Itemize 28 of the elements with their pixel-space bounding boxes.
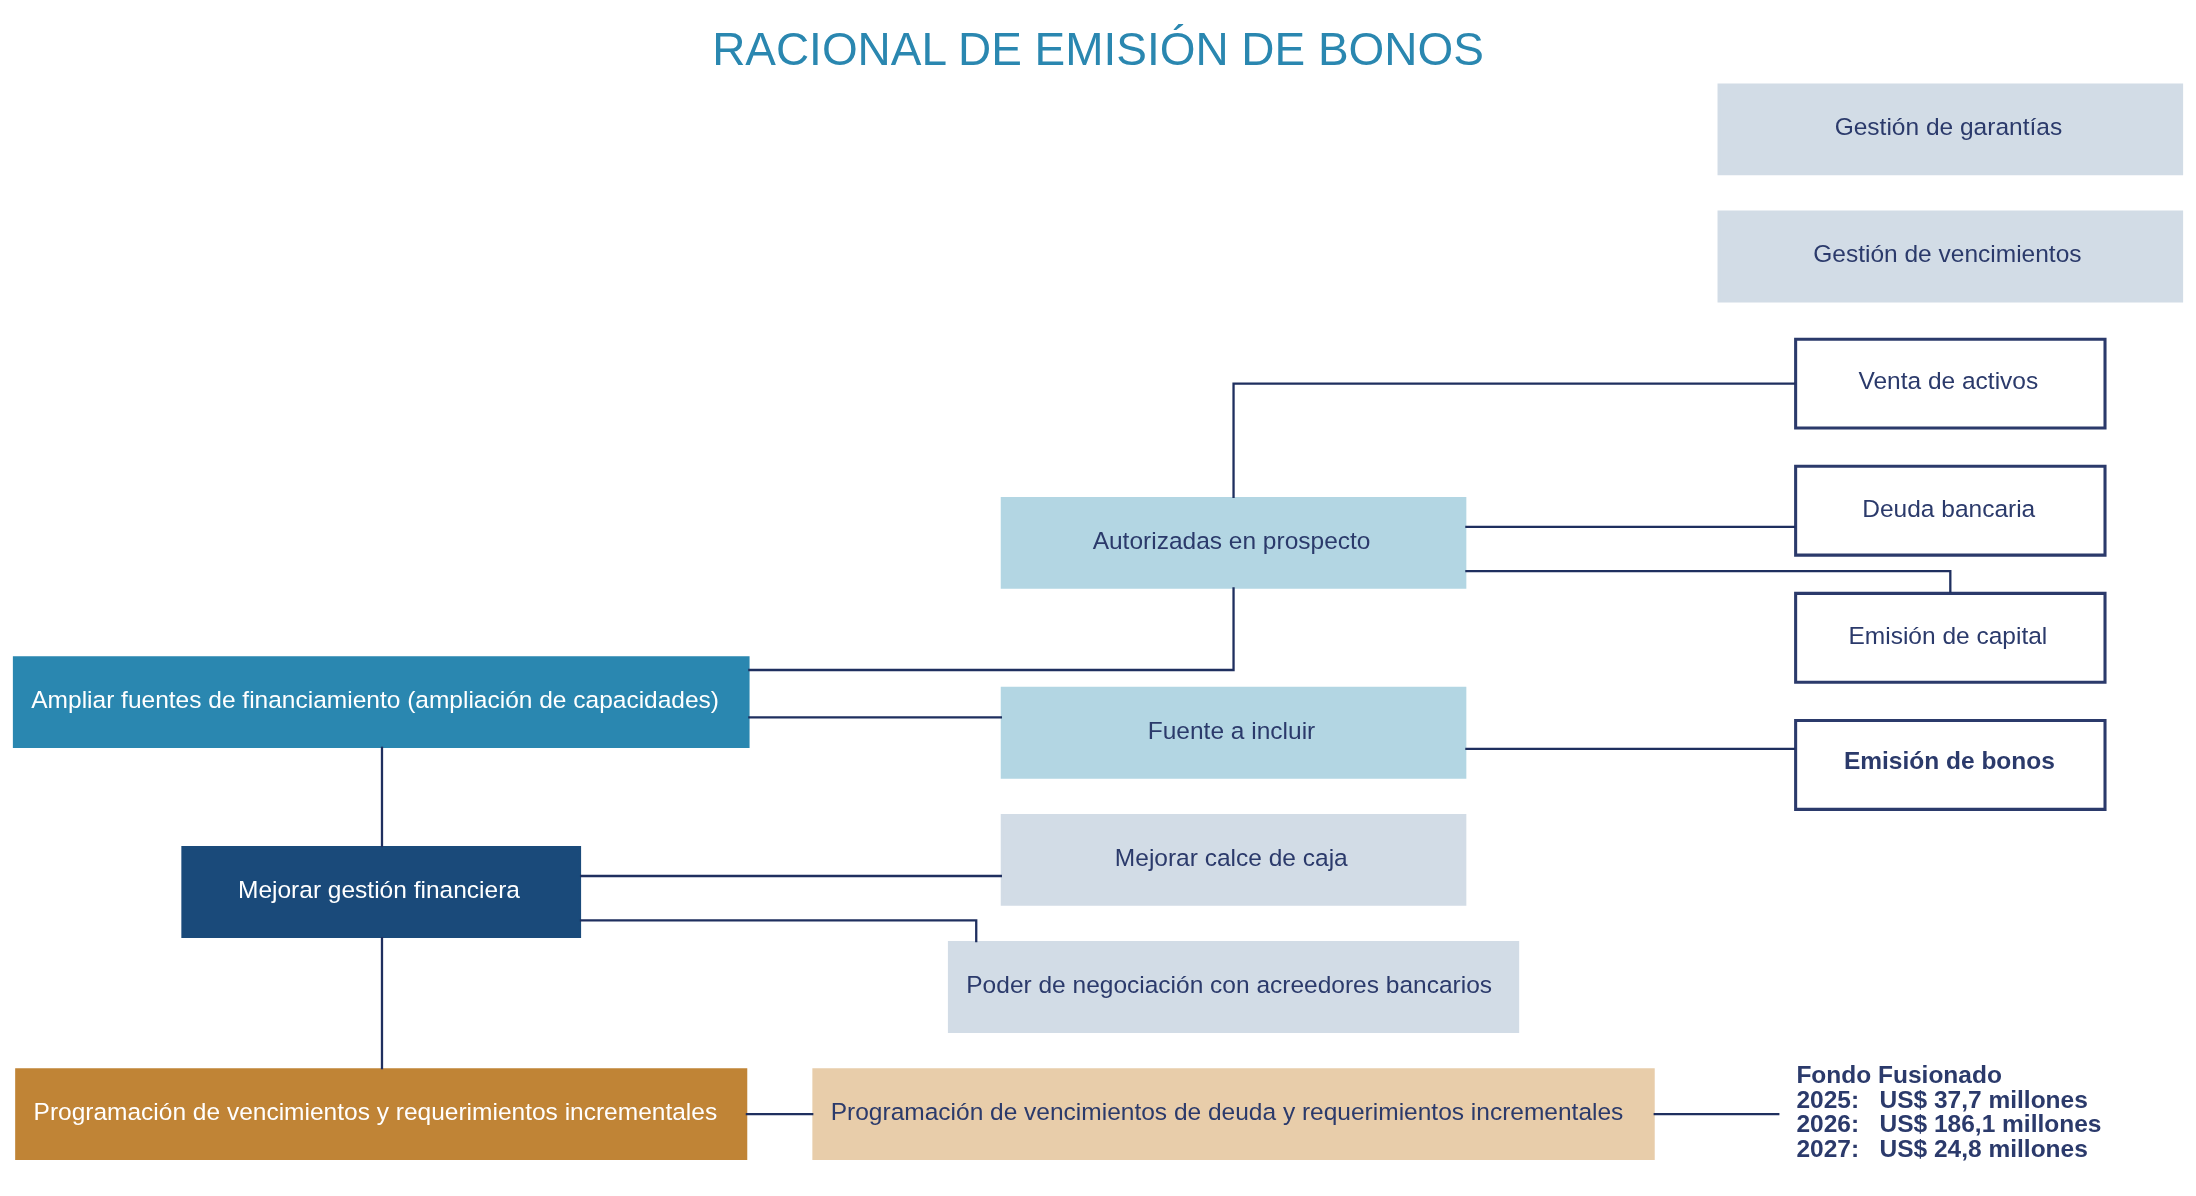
node-box: Gestión de garantías [1717,83,2184,176]
node-box: Mejorar gestión financiera [181,846,582,938]
connector [1653,1113,1780,1116]
node-text: Fondo Fusionado 2025: US$ 37,7 millones 2026: US$ 186,1 millones 2027: US$ 24,8 millones [1796,1061,2102,1162]
node-box: Venta de activos [1794,337,2107,430]
connector [1465,570,1952,593]
node-box: Programación de vencimientos y requerimientos incrementales [15,1068,748,1161]
node-box: Autorizadas en prospecto [1000,496,1467,589]
connector [1465,525,1796,528]
connector [380,746,384,848]
connector [1232,382,1796,499]
node-box: Mejorar calce de caja [1000,813,1467,906]
node-box: Gestión de vencimientos [1717,210,2184,303]
node-box: Programación de vencimientos de deuda y requerimientos incrementales [812,1068,1655,1161]
node-box: Poder de negociación con acreedores bancarios [947,941,1520,1033]
node-box: Ampliar fuentes de financiamiento (ampliación de capacidades) [12,656,750,749]
connector [380,937,384,1070]
node-box: Fuente a incluir [1000,686,1467,779]
diagram-title: RACIONAL DE EMISIÓN DE BONOS [712,23,1484,76]
connector [748,587,1235,672]
node-box: Emisión de bonos [1794,719,2107,811]
connector [745,1113,814,1116]
connector [748,716,1002,719]
node-box: Deuda bancaria [1794,464,2107,557]
connector [579,919,978,943]
connector [579,874,1002,878]
connector [1465,747,1796,750]
node-box: Emisión de capital [1794,591,2107,684]
